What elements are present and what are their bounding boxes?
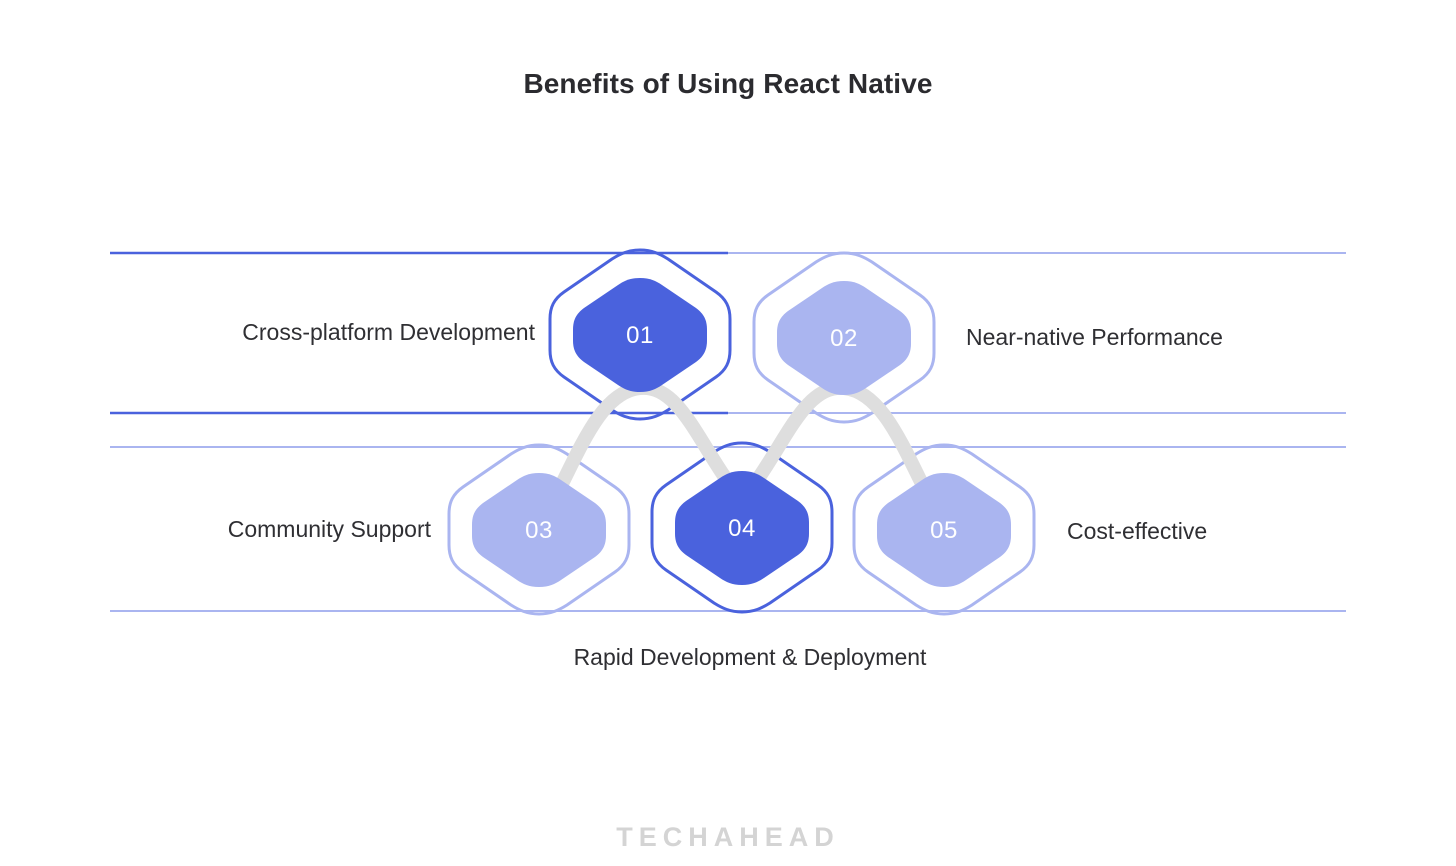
hex-ring-04 bbox=[650, 441, 834, 614]
hex-ring-03 bbox=[447, 443, 631, 616]
hex-ring-05 bbox=[852, 443, 1036, 616]
hex-fill-03[interactable] bbox=[472, 473, 606, 587]
hex-fill-04[interactable] bbox=[675, 471, 809, 585]
techahead-watermark: TECHAHEAD bbox=[616, 822, 840, 852]
page-title: Benefits of Using React Native bbox=[523, 68, 933, 99]
hex-ring-02 bbox=[752, 251, 936, 424]
node-label-rapid-development-deployment: Rapid Development & Deployment bbox=[573, 644, 927, 670]
node-label-community-support: Community Support bbox=[227, 516, 431, 542]
hex-fill-02[interactable] bbox=[777, 281, 911, 395]
hex-fill-01[interactable] bbox=[573, 278, 707, 392]
node-label-cross-platform-development: Cross-platform Development bbox=[242, 319, 535, 345]
hex-fill-05[interactable] bbox=[877, 473, 1011, 587]
hex-ring-01 bbox=[548, 248, 732, 421]
node-label-near-native-performance: Near-native Performance bbox=[966, 324, 1223, 350]
node-label-cost-effective: Cost-effective bbox=[1067, 518, 1208, 544]
